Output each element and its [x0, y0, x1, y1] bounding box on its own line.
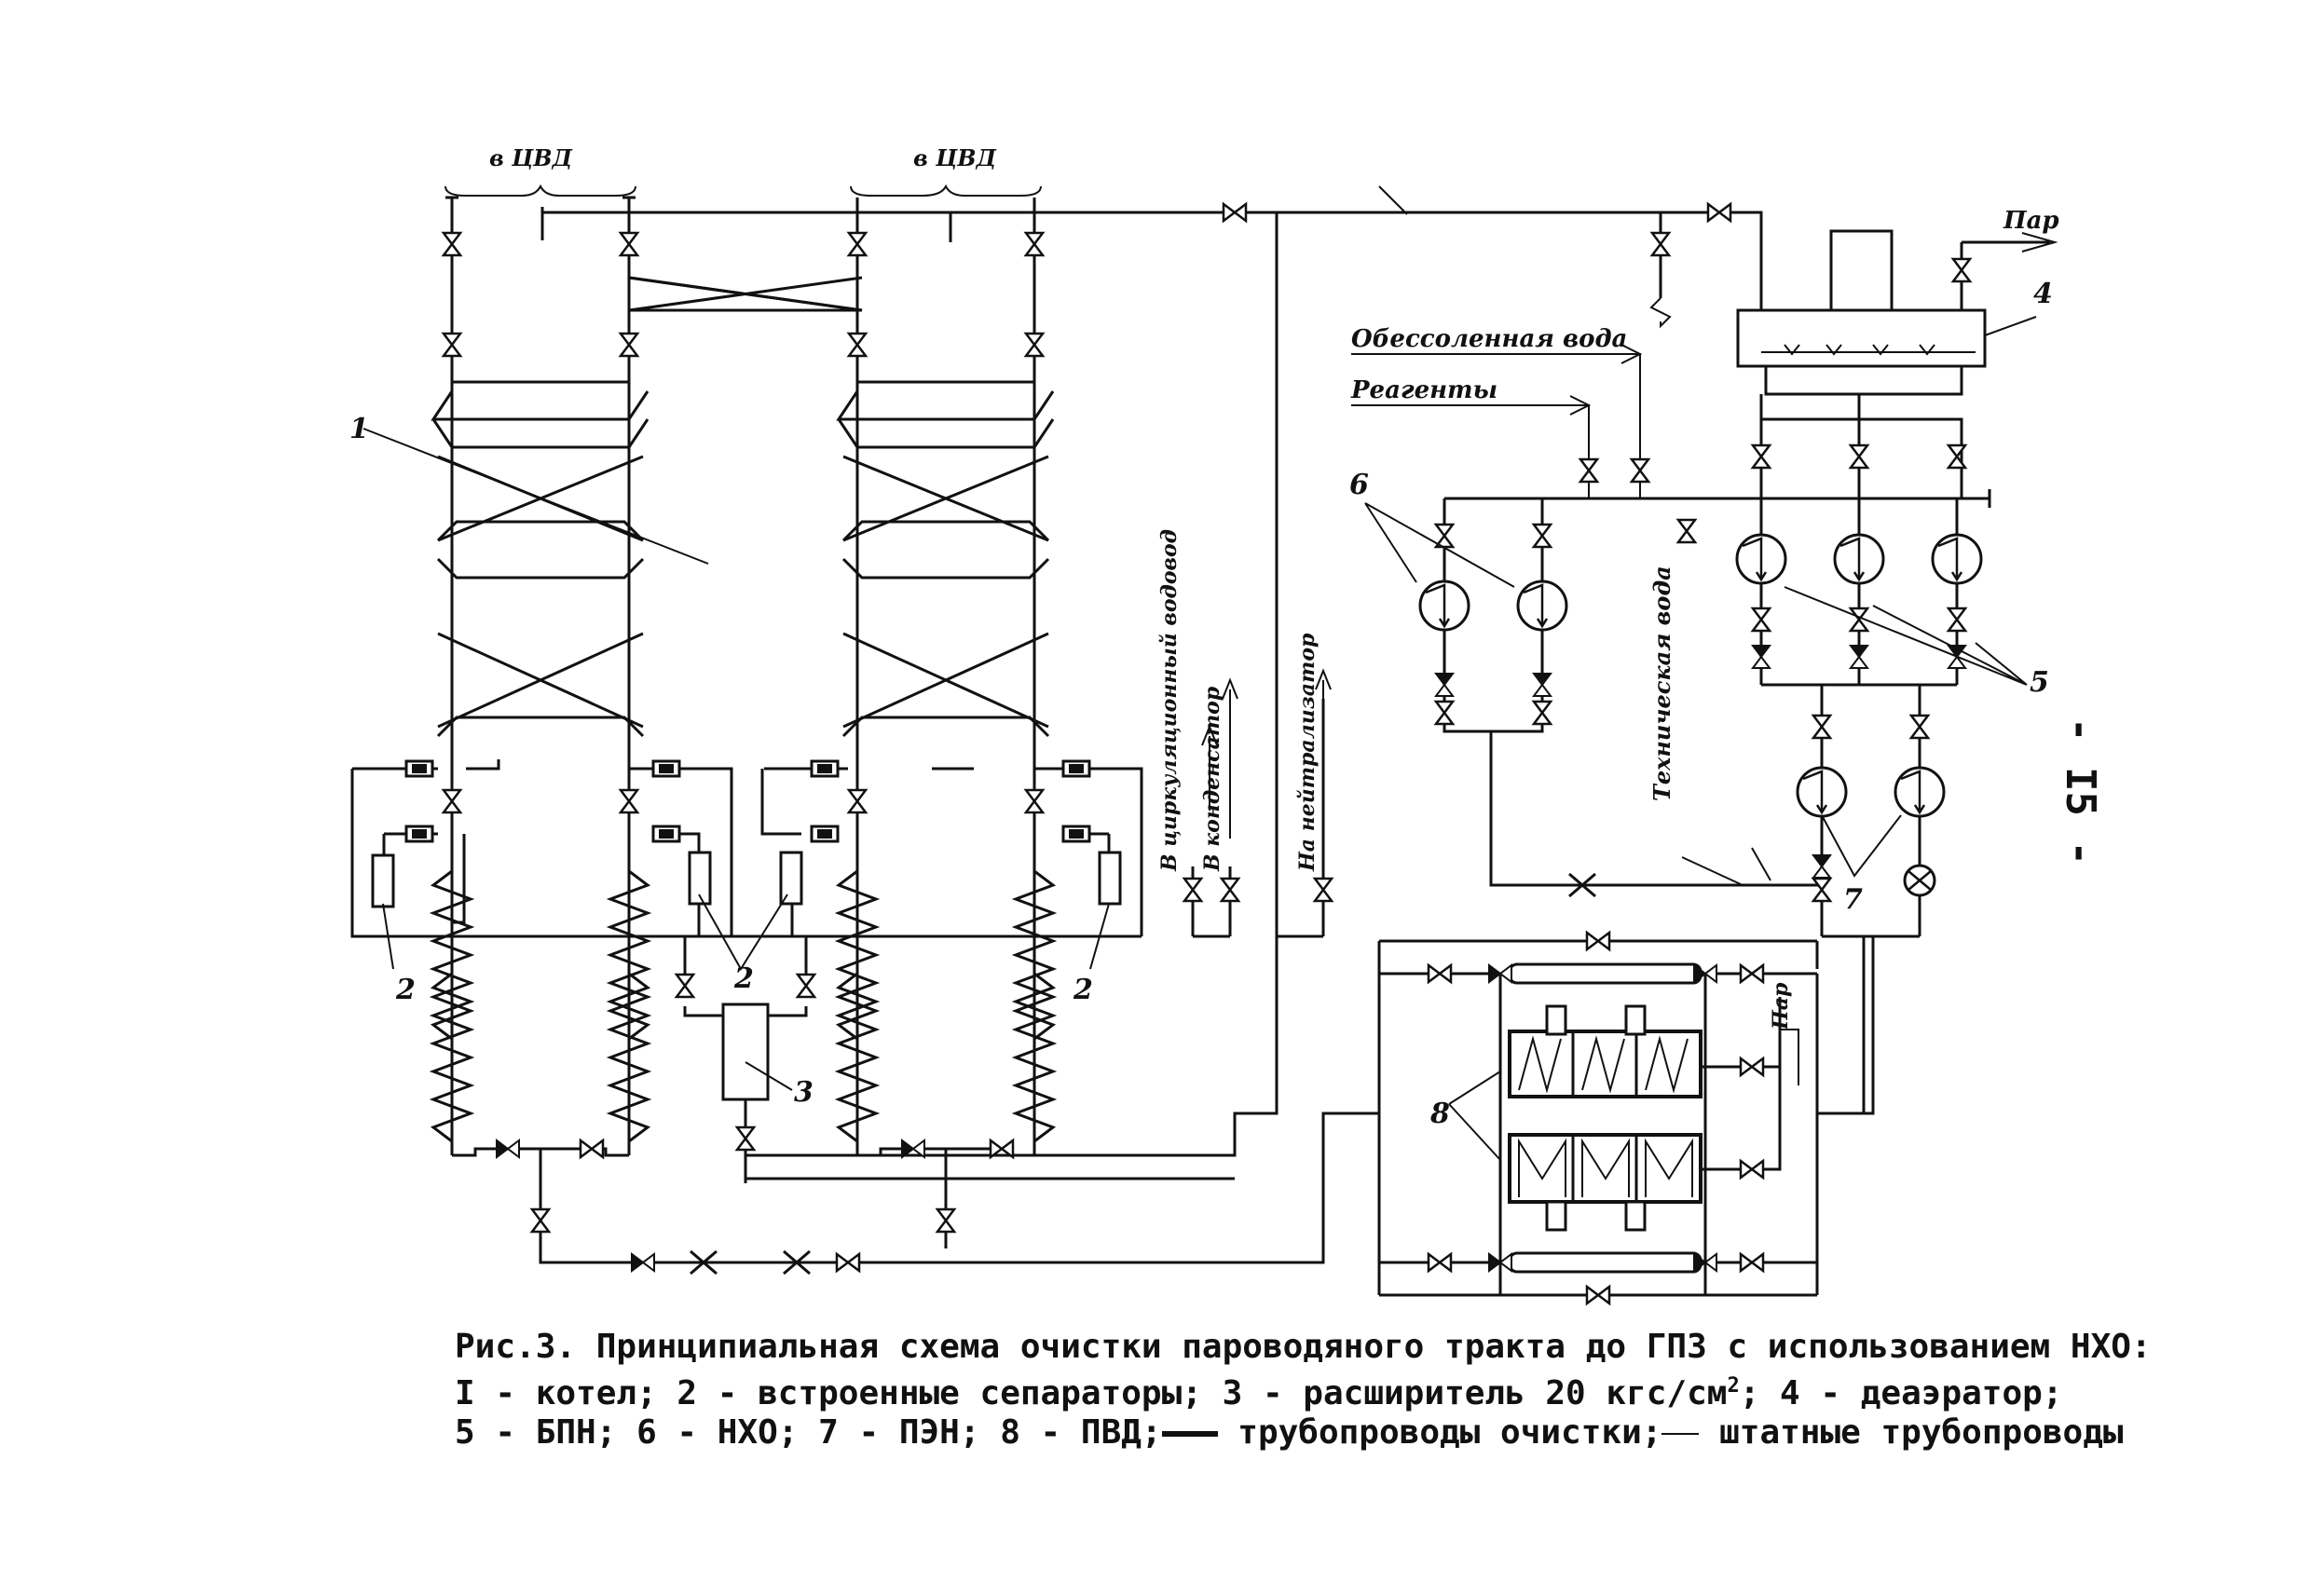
- pen-pumps: [1681, 685, 1921, 1115]
- num-separator-mid: 2: [733, 962, 754, 995]
- label-technical-water: Техническая вода: [1648, 566, 1675, 801]
- caption-line-1: Рис.3. Принципиальная схема очистки паро…: [455, 1328, 2152, 1366]
- label-cvd-right: в ЦВД: [913, 144, 997, 171]
- label-reagents: Реагенты: [1350, 376, 1497, 404]
- figure-caption: Рис.3. Принципиальная схема очистки паро…: [455, 1328, 2152, 1453]
- caption-line-2-a: I - котел; 2 - встроенные сепараторы; 3 …: [455, 1374, 1728, 1412]
- deaerator: [1736, 212, 2058, 396]
- bpn-pumps: [1759, 498, 1959, 687]
- boiler-right: [834, 184, 1058, 1248]
- label-circulation-water: В циркуляционный водовод: [1157, 529, 1182, 872]
- expander: [683, 1003, 1235, 1180]
- num-expander: 3: [794, 1076, 814, 1109]
- num-nho: 6: [1349, 469, 1369, 501]
- label-cvd-left: в ЦВД: [489, 144, 573, 171]
- legend-thin-line: [1661, 1433, 1700, 1435]
- boiler-left: [429, 184, 952, 1248]
- num-deaerator: 4: [2033, 278, 2053, 310]
- label-to-condenser: В конденсатор: [1200, 686, 1224, 872]
- num-pen: 7: [1843, 883, 1863, 916]
- caption-line-2-b: ; 4 - деаэратор;: [1739, 1374, 2063, 1412]
- pvd-heaters: [1377, 936, 1873, 1297]
- caption-line-2: I - котел; 2 - встроенные сепараторы; 3 …: [455, 1367, 2132, 1413]
- legend-bold-line: [1161, 1431, 1218, 1437]
- separators-left: [350, 759, 1143, 988]
- label-steam-top: Пар: [2003, 207, 2059, 235]
- page-number: - I5 -: [2057, 717, 2104, 866]
- num-separator-left: 2: [395, 974, 416, 1006]
- caption-line-3-a: 5 - БПН; 6 - НХО; 7 - ПЭН; 8 - ПВД;: [455, 1413, 1162, 1452]
- main-steam-line: [540, 207, 1763, 317]
- label-to-neutralizer: На нейтрализатор: [1295, 633, 1320, 872]
- num-boiler: 1: [349, 413, 369, 445]
- num-bpn: 5: [2030, 666, 2049, 699]
- num-pvd: 8: [1429, 1098, 1450, 1130]
- num-separator-right: 2: [1073, 974, 1093, 1006]
- caption-line-3: 5 - БПН; 6 - НХО; 7 - ПЭН; 8 - ПВД; труб…: [455, 1413, 2132, 1453]
- caption-line-2-sup: 2: [1727, 1374, 1740, 1398]
- caption-line-3-c: штатные трубопроводы: [1699, 1413, 2124, 1452]
- label-steam-mid: Пар: [1769, 982, 1793, 1030]
- label-desalted-water: Обессоленная вода: [1351, 325, 1627, 353]
- caption-line-3-b: трубопроводы очистки;: [1217, 1413, 1662, 1452]
